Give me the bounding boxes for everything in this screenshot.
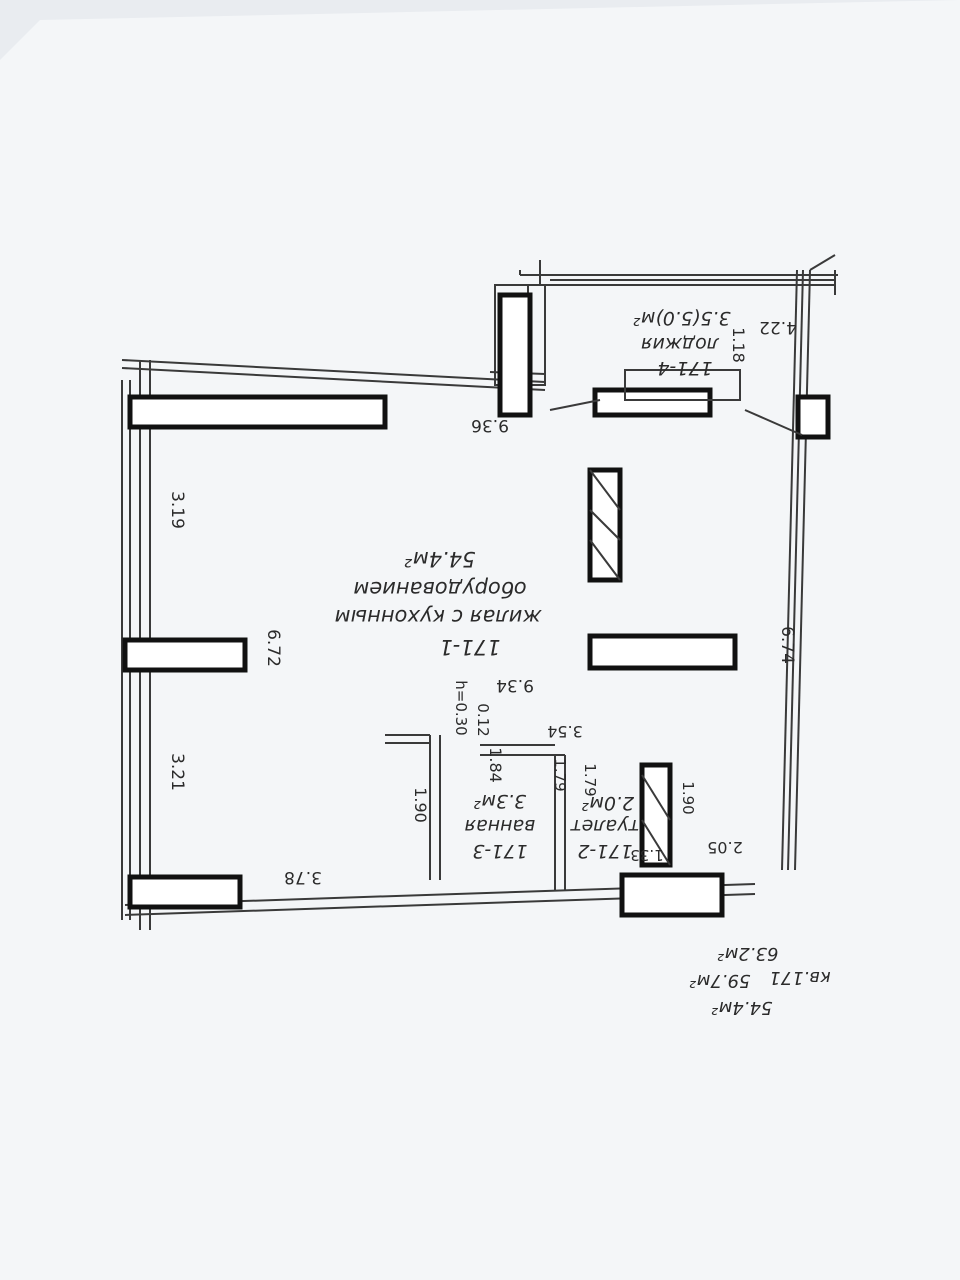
- dim-h-0-30: h=0.30: [452, 680, 470, 735]
- dim-6-74: 6.74: [777, 626, 797, 664]
- dim-3-78: 3.78: [284, 867, 322, 887]
- dim-3-21: 3.21: [167, 753, 187, 791]
- leader-line-2: [549, 399, 601, 411]
- dim-0-12: 0.12: [474, 703, 492, 736]
- labels: 171-1 жилая с кухонным оборудованием 54.…: [167, 307, 831, 1018]
- column-right-corner: [619, 872, 725, 918]
- plan-rotated: [121, 254, 838, 930]
- column-partition-top: [592, 387, 713, 418]
- dim-1-90-toilet: 1.90: [679, 781, 697, 814]
- room-171-2-area: 2.0м²: [582, 792, 635, 814]
- room-171-4-number: 171-4: [657, 357, 712, 379]
- column-corner-bottom: [127, 874, 243, 910]
- dim-1-79-a: 1.79: [551, 758, 569, 791]
- room-171-1-name-line1: жилая с кухонным: [335, 605, 543, 629]
- room-171-1-name-line2: оборудованием: [353, 577, 526, 601]
- dim-6-72: 6.72: [263, 629, 283, 667]
- leader-line-3: [809, 254, 836, 271]
- room-171-4-name: лоджия: [641, 333, 720, 355]
- room-171-1-number: 171-1: [439, 635, 500, 659]
- column-loggia: [497, 292, 533, 418]
- column-small: [795, 394, 831, 440]
- column-mid-wall: [122, 637, 248, 673]
- dim-9-34: 9.34: [496, 675, 534, 695]
- leader-line-1: [744, 409, 803, 436]
- loggia-railing: [550, 270, 836, 401]
- bathroom-partitions: [385, 734, 566, 890]
- apartment-area-total-a: 59.7м²: [690, 970, 751, 991]
- dim-4-22: 4.22: [759, 317, 797, 337]
- room-171-1-area: 54.4м²: [404, 547, 476, 571]
- apartment-area-total-b: 63.2м²: [718, 943, 779, 964]
- dim-1-79-b: 1.79: [581, 763, 599, 796]
- room-171-3-name: ванная: [465, 815, 536, 837]
- kitchen-counter: [587, 633, 738, 671]
- room-171-3-number: 171-3: [472, 840, 527, 862]
- dim-1-90-bath: 1.90: [411, 787, 430, 823]
- apartment-number: кв.171: [769, 967, 831, 988]
- dim-3-54: 3.54: [547, 722, 583, 741]
- column-top-wall: [127, 394, 388, 430]
- dim-1-84: 1.84: [486, 747, 505, 783]
- room-171-2-name: туалет: [570, 815, 640, 837]
- glazing-wall: [519, 260, 838, 871]
- dim-3-19: 3.19: [167, 491, 187, 529]
- room-171-2-number: 171-2: [577, 840, 632, 862]
- dim-1-33: 1.33: [630, 846, 663, 864]
- apartment-area-living: 54.4м²: [712, 997, 773, 1018]
- room-171-4-area: 3.5(5.0)м²: [633, 307, 731, 329]
- dim-2-05: 2.05: [707, 838, 743, 857]
- room-171-3-area: 3.3м²: [474, 790, 527, 812]
- dim-1-18: 1.18: [729, 327, 748, 363]
- dim-9-36: 9.36: [471, 415, 509, 435]
